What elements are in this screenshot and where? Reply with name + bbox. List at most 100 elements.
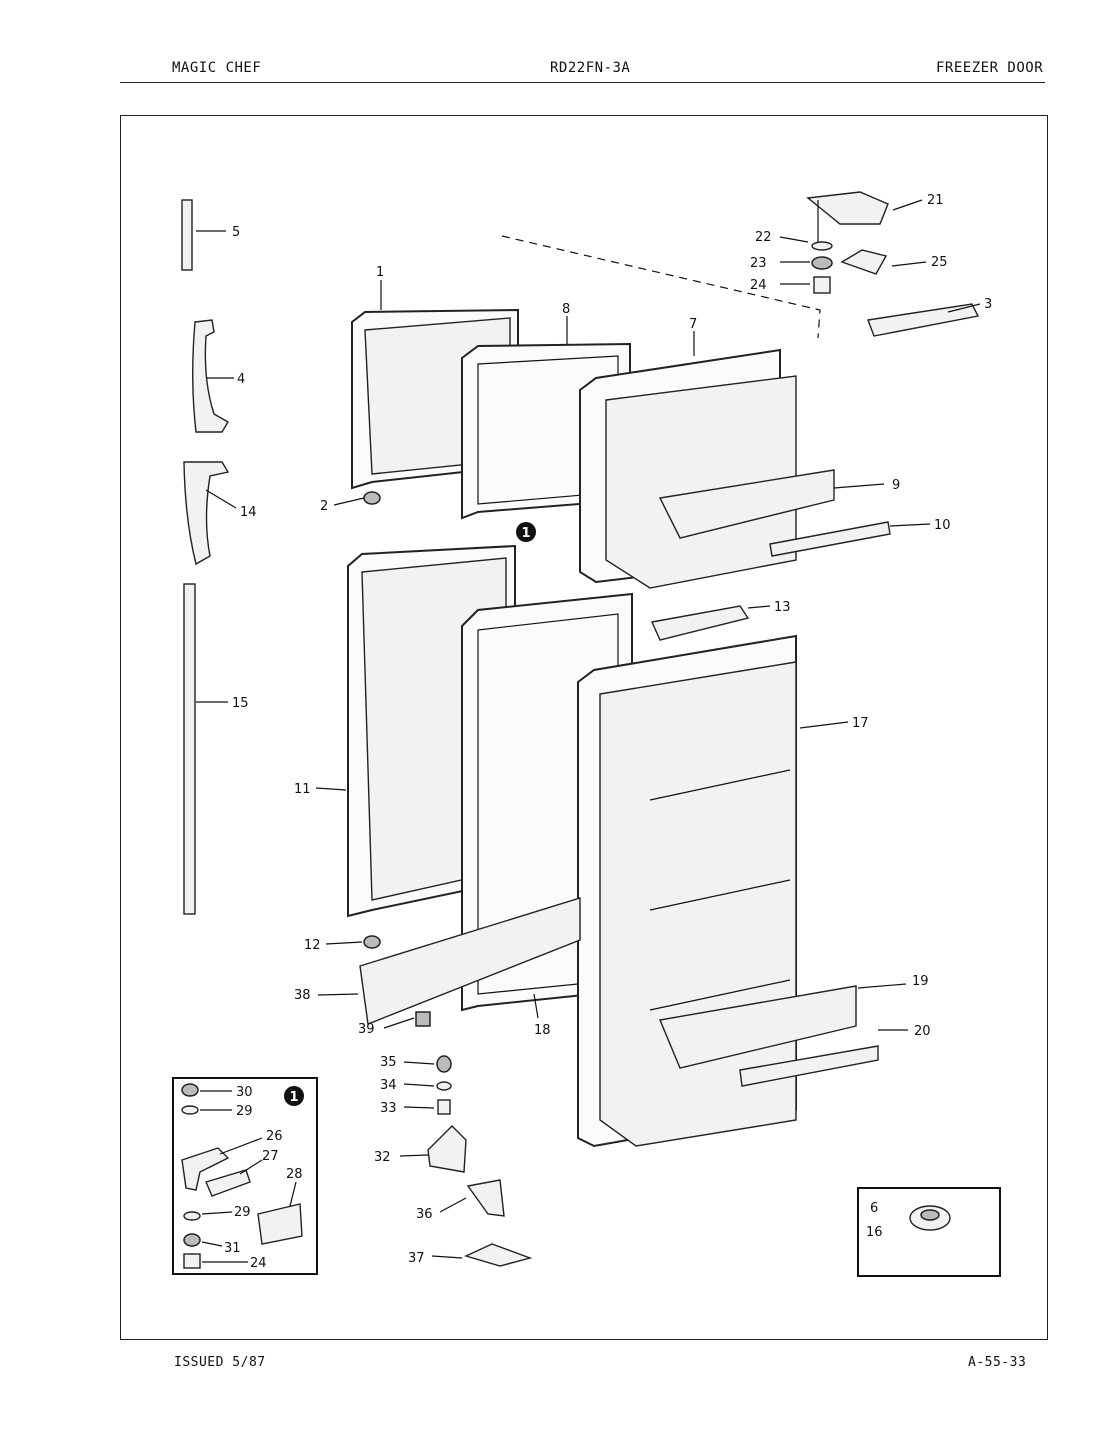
leader-inset-29b (201, 1211, 233, 1215)
leader-14 (205, 489, 237, 509)
callout-35: 35 (380, 1055, 397, 1070)
inset-cap (857, 1187, 1001, 1277)
leader-33 (403, 1106, 435, 1109)
part-20-shelf-front (739, 1045, 879, 1087)
callout-25: 25 (931, 255, 948, 270)
callout-badge-1-label: 1 (521, 526, 530, 541)
brand-label: MAGIC CHEF (172, 60, 262, 76)
callout-9: 9 (892, 478, 900, 493)
part-34-washer (436, 1081, 452, 1091)
leader-inset-31 (201, 1241, 223, 1247)
part-21-top-hinge (806, 191, 889, 225)
leader-2 (333, 497, 365, 506)
callout-12: 12 (304, 938, 321, 953)
part-24-bushing (813, 276, 831, 294)
callout-32: 32 (374, 1150, 391, 1165)
callout-20: 20 (914, 1024, 931, 1039)
alignment-dashed-line (501, 235, 821, 339)
part-3-hinge (867, 303, 980, 337)
callout-22: 22 (755, 230, 772, 245)
inset-callout-30: 30 (236, 1085, 253, 1100)
leader-25 (891, 261, 927, 267)
leader-inset-26 (219, 1137, 263, 1155)
inset-part-31-nut (183, 1233, 201, 1247)
model-number: RD22FN-3A (550, 60, 631, 76)
inset-part-27-shim (205, 1169, 251, 1197)
callout-11: 11 (294, 782, 311, 797)
callout-33: 33 (380, 1101, 397, 1116)
inset-callout-31: 31 (224, 1241, 241, 1256)
leader-32 (399, 1154, 429, 1157)
part-13-bracket (650, 605, 750, 641)
part-17-shelf-c (649, 979, 791, 1011)
part-25-shim (840, 249, 888, 275)
callout-39: 39 (358, 1022, 375, 1037)
leader-17 (799, 721, 849, 729)
part-33-bushing (437, 1099, 451, 1115)
inset-callout-6: 6 (870, 1201, 878, 1216)
part-15-trim (183, 583, 196, 915)
leader-38 (317, 993, 359, 996)
leader-18 (533, 993, 539, 1019)
part-17-shelf-a (649, 769, 791, 801)
part-9-shelf-bar (658, 469, 835, 539)
leader-37 (431, 1255, 463, 1259)
part-38-trim (359, 897, 581, 1025)
part-32-hinge (427, 1125, 467, 1173)
part-17-shelf-b (649, 879, 791, 911)
part-5-trim (181, 199, 193, 271)
leader-9 (833, 483, 885, 489)
page-code: A-55-33 (968, 1355, 1027, 1370)
part-36-bracket (466, 1179, 505, 1217)
inset-part-30-nut (181, 1083, 199, 1097)
callout-13: 13 (774, 600, 791, 615)
leader-11 (315, 787, 347, 791)
leader-10 (889, 523, 931, 527)
inset-part-29b-washer (183, 1211, 201, 1221)
callout-37: 37 (408, 1251, 425, 1266)
part-23-nut (811, 256, 833, 270)
callout-21: 21 (927, 193, 944, 208)
part-39-clip (415, 1011, 431, 1027)
callout-10: 10 (934, 518, 951, 533)
leader-inset-28 (289, 1181, 297, 1207)
callout-24: 24 (750, 278, 767, 293)
callout-7: 7 (689, 317, 697, 332)
callout-2: 2 (320, 499, 328, 514)
part-10-shelf-front (769, 521, 891, 557)
callout-36: 36 (416, 1207, 433, 1222)
inset-callout-28: 28 (286, 1167, 303, 1182)
part-37-plate (464, 1243, 533, 1267)
inset-callout-29b: 29 (234, 1205, 251, 1220)
inset-part-26-hinge (181, 1147, 230, 1191)
callout-4: 4 (237, 372, 245, 387)
inset-callout-16: 16 (866, 1225, 883, 1240)
diagram-frame (120, 115, 1048, 1340)
inset-callout-26: 26 (266, 1129, 283, 1144)
inset-callout-24: 24 (250, 1256, 267, 1271)
callout-5: 5 (232, 225, 240, 240)
callout-19: 19 (912, 974, 929, 989)
leader-19 (857, 983, 907, 989)
leader-inset-27 (239, 1159, 263, 1175)
callout-1: 1 (376, 265, 384, 280)
leader-39 (383, 1017, 415, 1029)
part-35-cap (436, 1055, 452, 1073)
leader-34 (403, 1083, 435, 1087)
callout-8: 8 (562, 302, 570, 317)
issued-date: ISSUED 5/87 (174, 1355, 266, 1370)
callout-15: 15 (232, 696, 249, 711)
leader-3 (947, 303, 981, 313)
inset-callout-29a: 29 (236, 1104, 253, 1119)
section-title: FREEZER DOOR (936, 60, 1044, 76)
leader-35 (403, 1061, 435, 1065)
callout-23: 23 (750, 256, 767, 271)
callout-38: 38 (294, 988, 311, 1003)
inset-part-24-bushing (183, 1253, 201, 1269)
callout-3: 3 (984, 297, 992, 312)
inset-badge-label: 1 (289, 1090, 298, 1105)
callout-18: 18 (534, 1023, 551, 1038)
inset-part-28-plate (257, 1203, 303, 1245)
inset-cap-center (920, 1209, 940, 1221)
inset-badge (284, 1086, 304, 1106)
